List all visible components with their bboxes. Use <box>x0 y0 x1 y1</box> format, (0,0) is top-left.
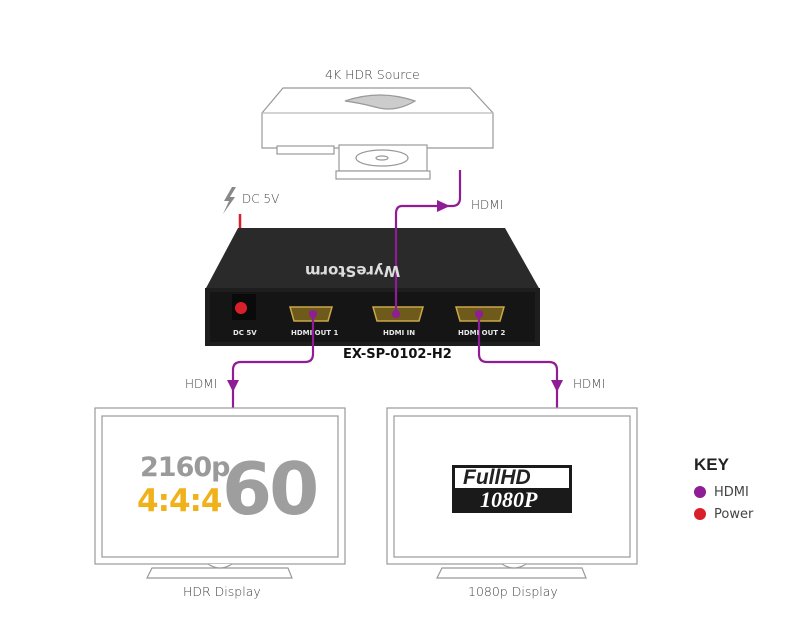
hdmi-dot-icon <box>694 486 706 498</box>
port-label-in: HDMI IN <box>383 329 416 337</box>
model-number: EX-SP-0102-H2 <box>343 347 452 362</box>
legend-item-power: Power <box>694 503 753 525</box>
splitter-device <box>205 228 540 346</box>
hdmi-out2-label: HDMI <box>573 377 606 391</box>
lightning-icon <box>223 187 236 214</box>
port-label-out1: HDMI OUT 1 <box>291 329 339 337</box>
hdmi-cable-out2 <box>477 314 559 408</box>
hdmi-cable-in <box>394 170 462 314</box>
power-dot-icon <box>694 508 706 520</box>
arrow-icon <box>227 380 239 392</box>
source-label: 4K HDR Source <box>325 67 420 82</box>
bluray-player <box>261 87 494 180</box>
resolution-text: 2160p <box>140 452 230 483</box>
legend-title: KEY <box>694 455 729 474</box>
framerate-text: 60 <box>222 447 319 531</box>
hdr-display-label: HDR Display <box>183 584 261 599</box>
1080p-text: 1080P <box>480 487 538 512</box>
dc-port-icon <box>235 302 247 314</box>
hdmi-out1-label: HDMI <box>185 377 218 391</box>
fullhd-text: FullHD <box>463 466 531 489</box>
port-label-out2: HDMI OUT 2 <box>458 329 506 337</box>
chroma-text: 4:4:4 <box>137 483 223 519</box>
brand-logo: WyreStorm <box>305 262 401 280</box>
hdmi-cable-out1 <box>231 314 315 408</box>
legend-item-hdmi: HDMI <box>694 481 753 503</box>
power-label: DC 5V <box>242 192 280 206</box>
hdr-display <box>94 407 346 579</box>
legend: KEY HDMI Power <box>694 455 753 525</box>
port-label-dc: DC 5V <box>233 329 257 337</box>
hdmi-in-label: HDMI <box>471 198 504 212</box>
arrow-icon <box>437 200 450 212</box>
1080p-display-label: 1080p Display <box>468 584 558 599</box>
arrow-icon <box>551 380 563 392</box>
